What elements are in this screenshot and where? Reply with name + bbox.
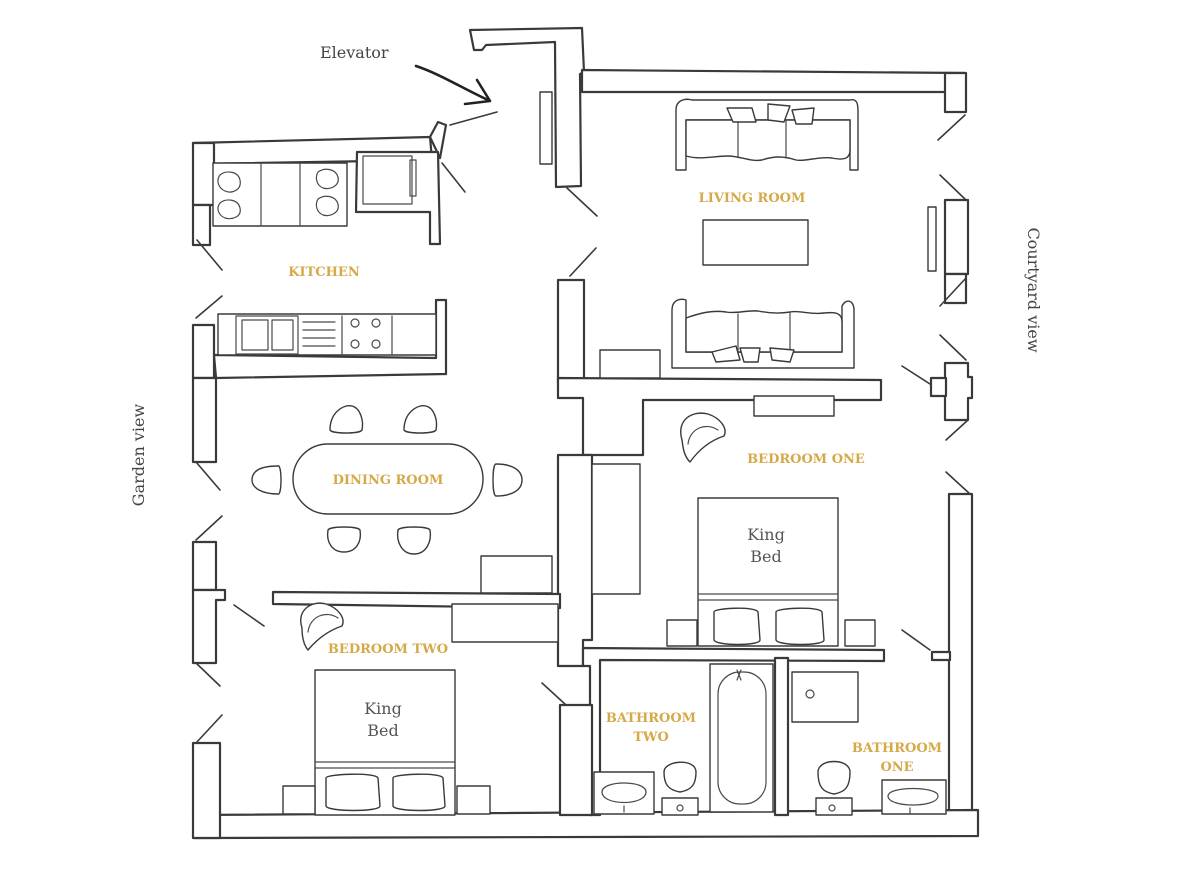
room-label-bedroom-one: BEDROOM ONE [747,452,865,467]
bed-label-bedroom-two-line1: King [364,699,402,718]
room-label-bathroom-one-line2: ONE [880,760,913,775]
bedroom-one-furniture [591,395,876,647]
elevator-door [539,91,553,165]
elevator-arrow-icon [414,64,492,106]
room-label-bathroom-two-line2: TWO [633,730,669,745]
bed-label-bedroom-one-line2: Bed [750,547,781,566]
bed-label-bedroom-two-line2: Bed [367,721,398,740]
room-label-dining-room: DINING ROOM [333,473,444,488]
room-label-kitchen: KITCHEN [288,265,360,280]
bed-label-bedroom-one-line1: King [747,525,785,544]
room-label-bathroom-one-line1: BATHROOM [852,741,942,756]
outer-walls [191,26,980,840]
elevator-label: Elevator [320,43,389,62]
courtyard-view-label: Courtyard view [1024,227,1043,352]
room-label-bedroom-two: BEDROOM TWO [328,642,448,657]
kitchen-appliances [212,162,437,356]
room-label-living-room: LIVING ROOM [699,191,806,206]
bedroom-two-furniture [282,602,559,816]
living-room-furniture [599,98,937,379]
bathroom-one-fixtures [791,671,947,816]
dining-room-furniture [251,405,553,594]
bathroom-two-fixtures [593,663,774,816]
door-swings [195,111,971,744]
garden-view-label: Garden view [129,404,148,507]
room-label-bathroom-two-line1: BATHROOM [606,711,696,726]
